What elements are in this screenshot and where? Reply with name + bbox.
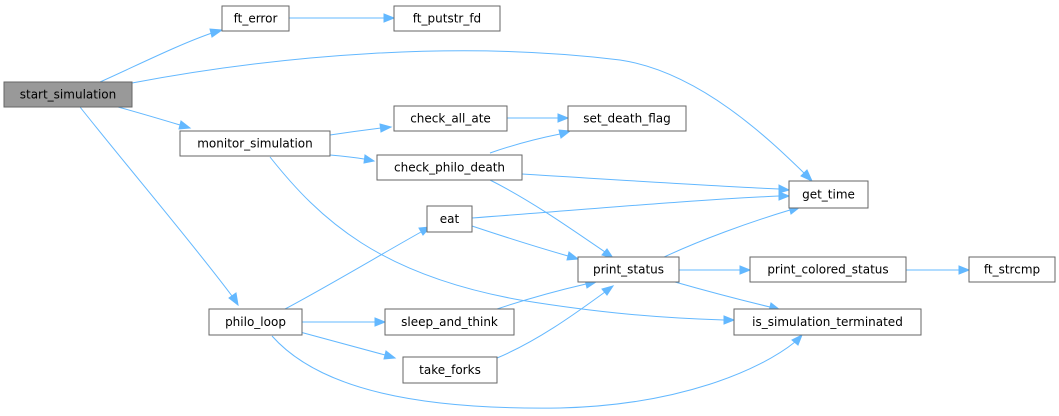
edge-check_all_ate-set_death_flag (507, 113, 570, 123)
edge-print_status-get_time (661, 205, 802, 259)
node-start_simulation[interactable]: start_simulation (3, 81, 133, 108)
node-set_death_flag[interactable]: set_death_flag (567, 105, 687, 132)
node-label: ft_strcmp (984, 263, 1040, 277)
node-label: get_time (802, 188, 855, 202)
edge-eat-print_status (471, 225, 580, 261)
edge-start_simulation-get_time (131, 50, 814, 183)
node-check_all_ate[interactable]: check_all_ate (393, 105, 508, 132)
node-label: sleep_and_think (401, 315, 498, 329)
node-label: print_status (593, 263, 664, 277)
edge-start_simulation-monitor_simulation (117, 106, 192, 130)
edge-print_colored_status-ft_strcmp (906, 265, 971, 275)
edge-eat-get_time (471, 191, 791, 219)
node-ft_putstr_fd[interactable]: ft_putstr_fd (393, 5, 501, 32)
node-sleep_and_think[interactable]: sleep_and_think (384, 308, 515, 336)
call-edges (79, 13, 971, 409)
edge-start_simulation-philo_loop (79, 106, 239, 307)
edge-sleep_and_think-print_status (496, 279, 598, 310)
node-take_forks[interactable]: take_forks (402, 356, 498, 384)
edge-print_status-is_simulation_terminated (674, 281, 782, 312)
node-label: is_simulation_terminated (752, 315, 903, 329)
edge-start_simulation-ft_error (99, 28, 224, 83)
node-check_philo_death[interactable]: check_philo_death (376, 154, 523, 181)
edge-monitor_simulation-check_all_ate (329, 123, 393, 136)
node-label: start_simulation (20, 88, 117, 102)
edge-monitor_simulation-check_philo_death (329, 154, 376, 164)
edge-check_philo_death-set_death_flag (489, 129, 572, 154)
node-eat[interactable]: eat (426, 205, 473, 233)
edge-take_forks-print_status (496, 285, 615, 359)
node-label: philo_loop (225, 315, 286, 329)
edge-check_philo_death-get_time (521, 173, 791, 194)
node-label: ft_putstr_fd (413, 12, 481, 26)
node-ft_error[interactable]: ft_error (221, 5, 290, 32)
node-label: check_all_ate (410, 112, 491, 126)
edge-philo_loop-sleep_and_think (302, 317, 387, 327)
edge-ft_error-ft_putstr_fd (289, 13, 396, 23)
edge-philo_loop-take_forks (299, 331, 397, 360)
node-ft_strcmp[interactable]: ft_strcmp (968, 256, 1056, 283)
node-label: check_philo_death (394, 161, 505, 175)
edge-philo_loop-is_simulation_terminated (271, 333, 803, 409)
node-label: monitor_simulation (197, 137, 313, 151)
node-label: ft_error (234, 12, 278, 26)
node-label: take_forks (419, 363, 481, 377)
node-print_status[interactable]: print_status (577, 256, 680, 283)
node-label: print_colored_status (767, 263, 888, 277)
node-label: set_death_flag (583, 112, 671, 126)
node-philo_loop[interactable]: philo_loop (208, 308, 303, 336)
edge-check_philo_death-print_status (489, 179, 615, 259)
edge-print_status-print_colored_status (679, 265, 752, 275)
node-monitor_simulation[interactable]: monitor_simulation (179, 130, 331, 157)
function-nodes: start_simulation ft_error ft_putstr_fd m… (3, 5, 1056, 384)
edge-monitor_simulation-is_simulation_terminated (269, 156, 736, 325)
node-label: eat (440, 212, 460, 226)
node-print_colored_status[interactable]: print_colored_status (749, 256, 907, 283)
node-get_time[interactable]: get_time (788, 180, 869, 209)
node-is_simulation_terminated[interactable]: is_simulation_terminated (733, 308, 922, 336)
